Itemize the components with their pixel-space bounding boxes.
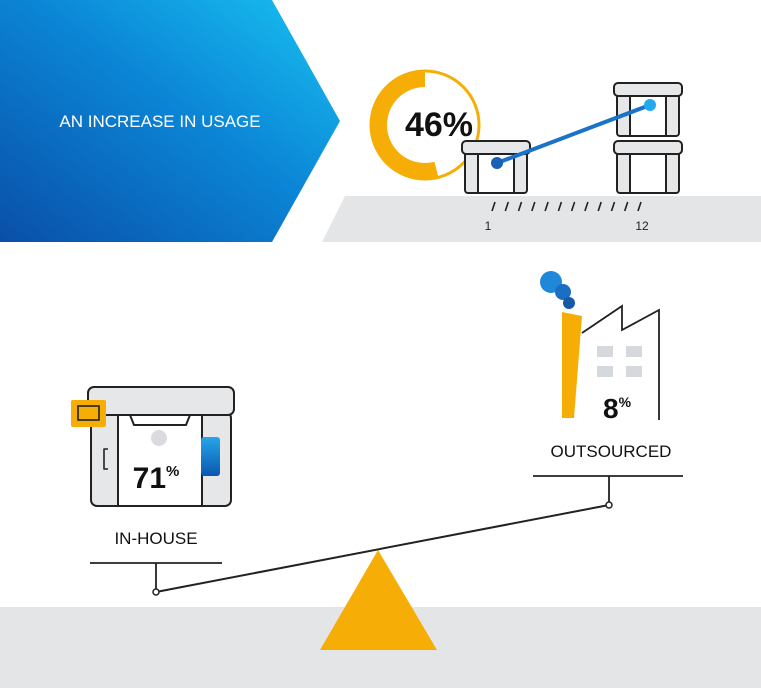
- axis-tick: [623, 201, 629, 212]
- banner-title: AN INCREASE IN USAGE: [59, 112, 260, 131]
- bin-stack-icon: [613, 82, 683, 194]
- fulcrum-triangle: [320, 550, 437, 650]
- outsourced-label: OUTSOURCED: [551, 442, 672, 461]
- growth-end-dot: [644, 99, 656, 111]
- axis-tick: [491, 201, 496, 212]
- usage-donut: [369, 69, 481, 181]
- axis-tick: [637, 201, 642, 212]
- axis-tick: [557, 201, 563, 212]
- axis-tick: [584, 201, 589, 212]
- axis-start-label: 1: [485, 219, 492, 233]
- usage-percent: 46%: [405, 106, 473, 144]
- axis-tick: [504, 201, 510, 212]
- banner-arrow: [0, 0, 340, 242]
- axis-tick: [517, 201, 523, 212]
- axis-tick: [531, 201, 536, 212]
- factory-icon: [540, 271, 660, 420]
- bin-badge-dot: [151, 430, 167, 446]
- bin-tag-icon: [71, 400, 106, 427]
- in-house-label: IN-HOUSE: [114, 529, 197, 548]
- outsourced-percent: 8%: [603, 393, 632, 424]
- bin-blue-label: [201, 437, 220, 476]
- growth-line: [496, 103, 651, 165]
- axis-tick: [570, 201, 576, 212]
- axis-tick: [597, 201, 602, 212]
- in-house-bin-icon: [87, 386, 235, 507]
- left-pivot: [152, 588, 160, 596]
- right-pivot: [605, 501, 613, 509]
- balance-beam: [155, 504, 610, 593]
- top-ground: [322, 196, 761, 242]
- axis-tick: [610, 201, 616, 212]
- month-axis-ticks: [491, 201, 642, 212]
- in-house-percent: 71%: [133, 462, 180, 495]
- growth-start-dot: [491, 157, 503, 169]
- axis-end-label: 12: [635, 219, 649, 233]
- small-bin-icon: [461, 140, 531, 194]
- axis-tick: [544, 201, 549, 212]
